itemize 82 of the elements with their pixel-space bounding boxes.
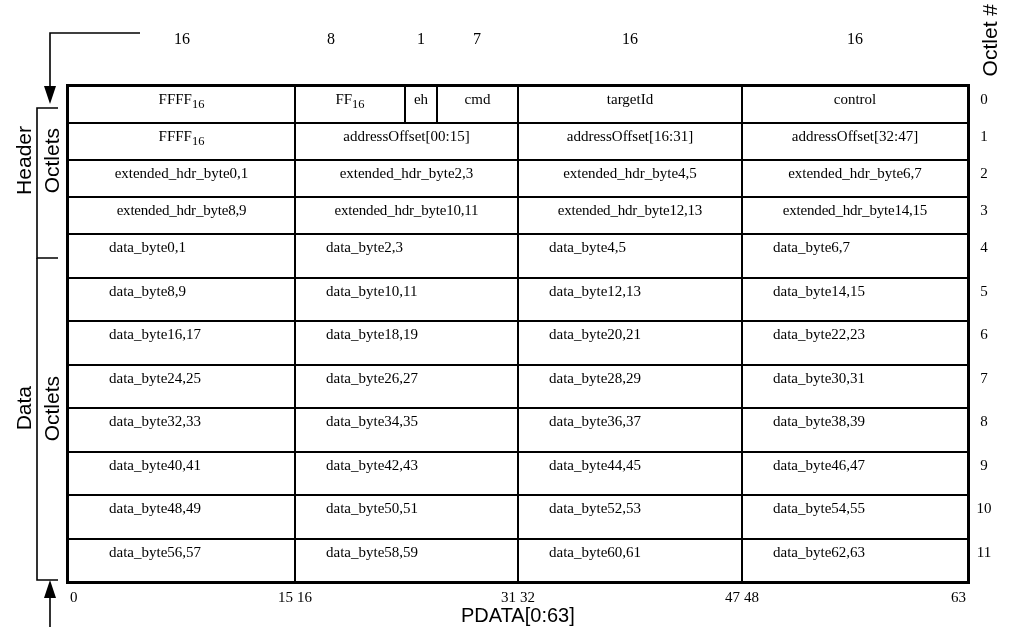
table-cell: FFFF$_{16}$	[68, 123, 295, 160]
table-cell: data_byte24,25	[68, 364, 295, 408]
table-cell: extended_hdr_byte4,5	[518, 160, 742, 197]
bit-width-label: 7	[472, 30, 482, 48]
bit-index: 31	[501, 589, 516, 606]
table-cell: addressOffset[00:15]	[295, 123, 518, 160]
row-number: 10	[975, 500, 993, 517]
section-label: Octlets	[40, 375, 64, 441]
table-cell: data_byte56,57	[68, 538, 295, 582]
table-cell: FFFF$_{16}$	[68, 86, 295, 123]
table-cell: control	[742, 86, 968, 123]
table-cell: data_byte38,39	[742, 408, 968, 452]
table-cell: data_byte44,45	[518, 451, 742, 495]
row-number: 1	[979, 128, 989, 145]
axis-title: PDATA[0:63]	[461, 604, 575, 627]
axis-title: Octlet #	[978, 4, 1002, 77]
table-cell: cmd	[437, 86, 518, 123]
bit-index: 48	[744, 589, 759, 606]
row-number: 4	[979, 239, 989, 256]
table-cell: data_byte32,33	[68, 408, 295, 452]
table-cell: extended_hdr_byte8,9	[68, 197, 295, 234]
table-cell: extended_hdr_byte6,7	[742, 160, 968, 197]
bit-width-label: 16	[173, 30, 191, 48]
section-label: Header	[12, 125, 36, 195]
bit-width-label: 16	[621, 30, 639, 48]
table-cell: data_byte54,55	[742, 495, 968, 539]
table-cell: data_byte26,27	[295, 364, 518, 408]
table-cell: extended_hdr_byte14,15	[742, 197, 968, 234]
table-cell: data_byte42,43	[295, 451, 518, 495]
table-cell: data_byte50,51	[295, 495, 518, 539]
table-cell: data_byte60,61	[518, 538, 742, 582]
table-cell: data_byte2,3	[295, 234, 518, 278]
table-cell: data_byte52,53	[518, 495, 742, 539]
table-cell: data_byte10,11	[295, 277, 518, 321]
table-cell: data_byte36,37	[518, 408, 742, 452]
bit-index: 16	[297, 589, 312, 606]
table-cell: data_byte58,59	[295, 538, 518, 582]
row-number: 9	[979, 456, 989, 474]
table-cell: data_byte18,19	[295, 321, 518, 365]
table-cell: targetId	[518, 86, 742, 123]
table-cell: data_byte46,47	[742, 451, 968, 495]
row-number: 5	[979, 282, 989, 300]
section-label: Data	[12, 386, 36, 431]
table-cell: addressOffset[16:31]	[518, 123, 742, 160]
row-number: 3	[979, 202, 989, 219]
table-cell: addressOffset[32:47]	[742, 123, 968, 160]
table-cell: eh	[405, 86, 437, 123]
table-cell: data_byte40,41	[68, 451, 295, 495]
bit-width-label: 1	[416, 30, 426, 48]
table-cell: data_byte8,9	[68, 277, 295, 321]
table-cell: extended_hdr_byte2,3	[295, 160, 518, 197]
table-cell: data_byte4,5	[518, 234, 742, 278]
table-cell: data_byte48,49	[68, 495, 295, 539]
row-number: 8	[979, 413, 989, 430]
table-cell: extended_hdr_byte10,11	[295, 197, 518, 234]
row-number: 6	[979, 326, 989, 343]
table-cell: data_byte62,63	[742, 538, 968, 582]
bit-index: 32	[520, 589, 535, 606]
bit-index: 0	[70, 589, 78, 606]
bit-index: 15	[278, 589, 293, 606]
table-cell: extended_hdr_byte12,13	[518, 197, 742, 234]
row-number: 7	[979, 369, 989, 387]
row-number: 0	[979, 91, 989, 108]
bit-index: 47	[725, 589, 740, 606]
table-cell: extended_hdr_byte0,1	[68, 160, 295, 197]
bit-width-label: 16	[846, 30, 864, 48]
table-cell: data_byte28,29	[518, 364, 742, 408]
table-cell: data_byte20,21	[518, 321, 742, 365]
table-cell: data_byte14,15	[742, 277, 968, 321]
table-cell: data_byte12,13	[518, 277, 742, 321]
table-cell: data_byte6,7	[742, 234, 968, 278]
bit-width-label: 8	[326, 30, 336, 48]
table-cell: data_byte22,23	[742, 321, 968, 365]
table-cell: data_byte30,31	[742, 364, 968, 408]
row-number: 2	[979, 165, 989, 182]
bit-index: 63	[951, 589, 966, 606]
section-label: Octlets	[40, 127, 64, 193]
table-cell: data_byte16,17	[68, 321, 295, 365]
table-cell: data_byte34,35	[295, 408, 518, 452]
row-number: 11	[975, 543, 993, 561]
table-cell: FF$_{16}$	[295, 86, 405, 123]
table-cell: data_byte0,1	[68, 234, 295, 278]
